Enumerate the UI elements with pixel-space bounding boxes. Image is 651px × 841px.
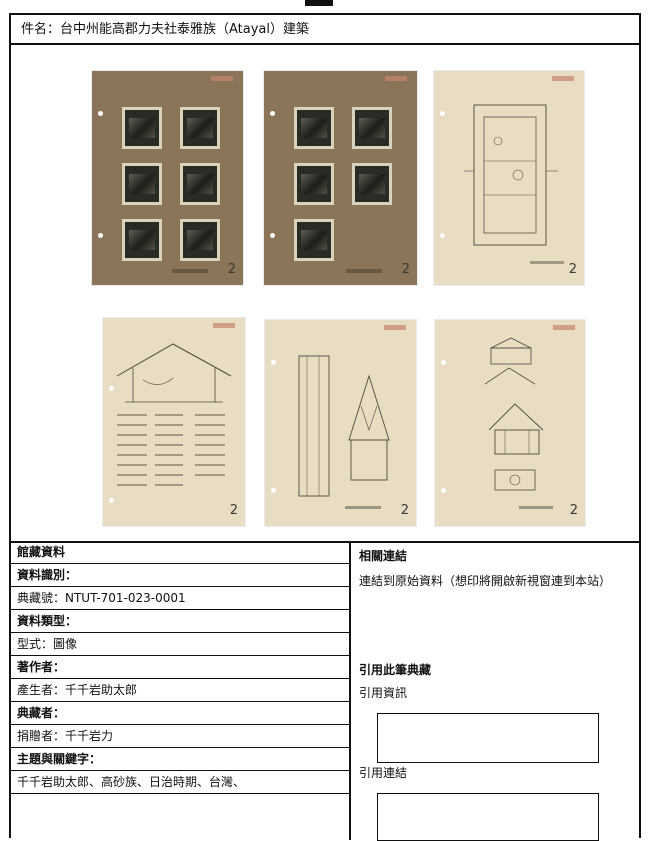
photo-thumbnail: [294, 163, 334, 205]
keywords-value: 千千岩助太郎、高砂族、日治時期、台灣、: [11, 771, 349, 794]
binding-hole: [271, 360, 276, 365]
metadata-panel: 館藏資料 資料識別： 典藏號：NTUT-701-023-0001 資料類型： 型…: [11, 541, 351, 840]
red-stamp: [552, 76, 574, 81]
detail-drawing: [484, 337, 553, 509]
cite-link-box[interactable]: [377, 793, 599, 841]
related-panel: 相關連結 連結到原始資料（想印將開啟新視窗連到本站） 引用此筆典藏 引用資訊 引…: [351, 541, 639, 841]
elevation-drawing: [298, 355, 390, 509]
drawing-sheet-section[interactable]: 2: [103, 318, 245, 526]
binding-hole: [271, 488, 276, 493]
sheet-page-number: 2: [227, 262, 236, 277]
photo-thumbnail: [294, 107, 334, 149]
binding-hole: [440, 111, 445, 116]
sheet-page-number: 2: [229, 503, 238, 518]
sheet-page-number: 2: [400, 503, 409, 518]
original-source-link[interactable]: 連結到原始資料（想印將開啟新視窗連到本站）: [359, 574, 612, 588]
floor-plan-drawing: [464, 104, 564, 264]
cite-link-label: 引用連結: [359, 766, 408, 780]
photo-thumbnail: [352, 107, 392, 149]
sheet-page-number: 2: [401, 262, 410, 277]
red-stamp: [385, 76, 407, 81]
drawing-sheet-floor-plan[interactable]: 2: [434, 71, 584, 285]
data-id-label: 資料識別：: [11, 564, 349, 587]
cite-heading: 引用此筆典藏: [359, 663, 432, 677]
photo-thumbnail: [180, 163, 220, 205]
data-type-label: 資料類型：: [11, 610, 349, 633]
red-stamp: [553, 325, 575, 330]
binding-hole: [109, 386, 114, 391]
donor-value: 捐贈者：千千岩力: [11, 725, 349, 748]
metadata-heading: 館藏資料: [11, 541, 349, 564]
binding-hole: [441, 360, 446, 365]
binding-hole: [109, 498, 114, 503]
red-stamp: [384, 325, 406, 330]
photo-thumbnail: [122, 163, 162, 205]
sheet-page-number: 2: [568, 262, 577, 277]
producer-value: 產生者：千千岩助太郎: [11, 679, 349, 702]
handwritten-caption: [172, 269, 208, 273]
photo-sheet-1[interactable]: 2: [92, 71, 243, 285]
section-drawing: [116, 343, 232, 486]
sheet-page-number: 2: [569, 503, 578, 518]
binding-hole: [270, 233, 275, 238]
photo-thumbnail: [180, 107, 220, 149]
drawing-sheet-elevation[interactable]: 2: [265, 320, 416, 526]
format-value: 型式：圖像: [11, 633, 349, 656]
photo-thumbnail: [122, 219, 162, 261]
collector-label: 典藏者：: [11, 702, 349, 725]
cite-info-label: 引用資訊: [359, 686, 408, 700]
binding-hole: [98, 233, 103, 238]
record-title: 件名：台中州能高郡力夫社泰雅族（Atayal）建築: [11, 15, 639, 45]
binding-hole: [440, 233, 445, 238]
subject-label: 主題與關鍵字：: [11, 748, 349, 771]
photo-sheet-2[interactable]: 2: [264, 71, 417, 285]
photo-thumbnail: [180, 219, 220, 261]
image-gallery: 2 2: [11, 45, 639, 543]
top-strip: [0, 0, 651, 13]
drawing-sheet-details[interactable]: 2: [435, 320, 585, 526]
photo-thumbnail: [122, 107, 162, 149]
header-mark: [305, 0, 333, 6]
related-links-heading: 相關連結: [359, 549, 408, 563]
red-stamp: [213, 323, 235, 328]
photo-thumbnail: [294, 219, 334, 261]
binding-hole: [270, 111, 275, 116]
handwritten-caption: [346, 269, 382, 273]
cite-info-box[interactable]: [377, 713, 599, 763]
binding-hole: [98, 111, 103, 116]
binding-hole: [441, 488, 446, 493]
record-frame: 件名：台中州能高郡力夫社泰雅族（Atayal）建築 2: [9, 13, 641, 841]
photo-thumbnail: [352, 163, 392, 205]
red-stamp: [211, 76, 233, 81]
call-number: 典藏號：NTUT-701-023-0001: [11, 587, 349, 610]
creator-label: 著作者：: [11, 656, 349, 679]
